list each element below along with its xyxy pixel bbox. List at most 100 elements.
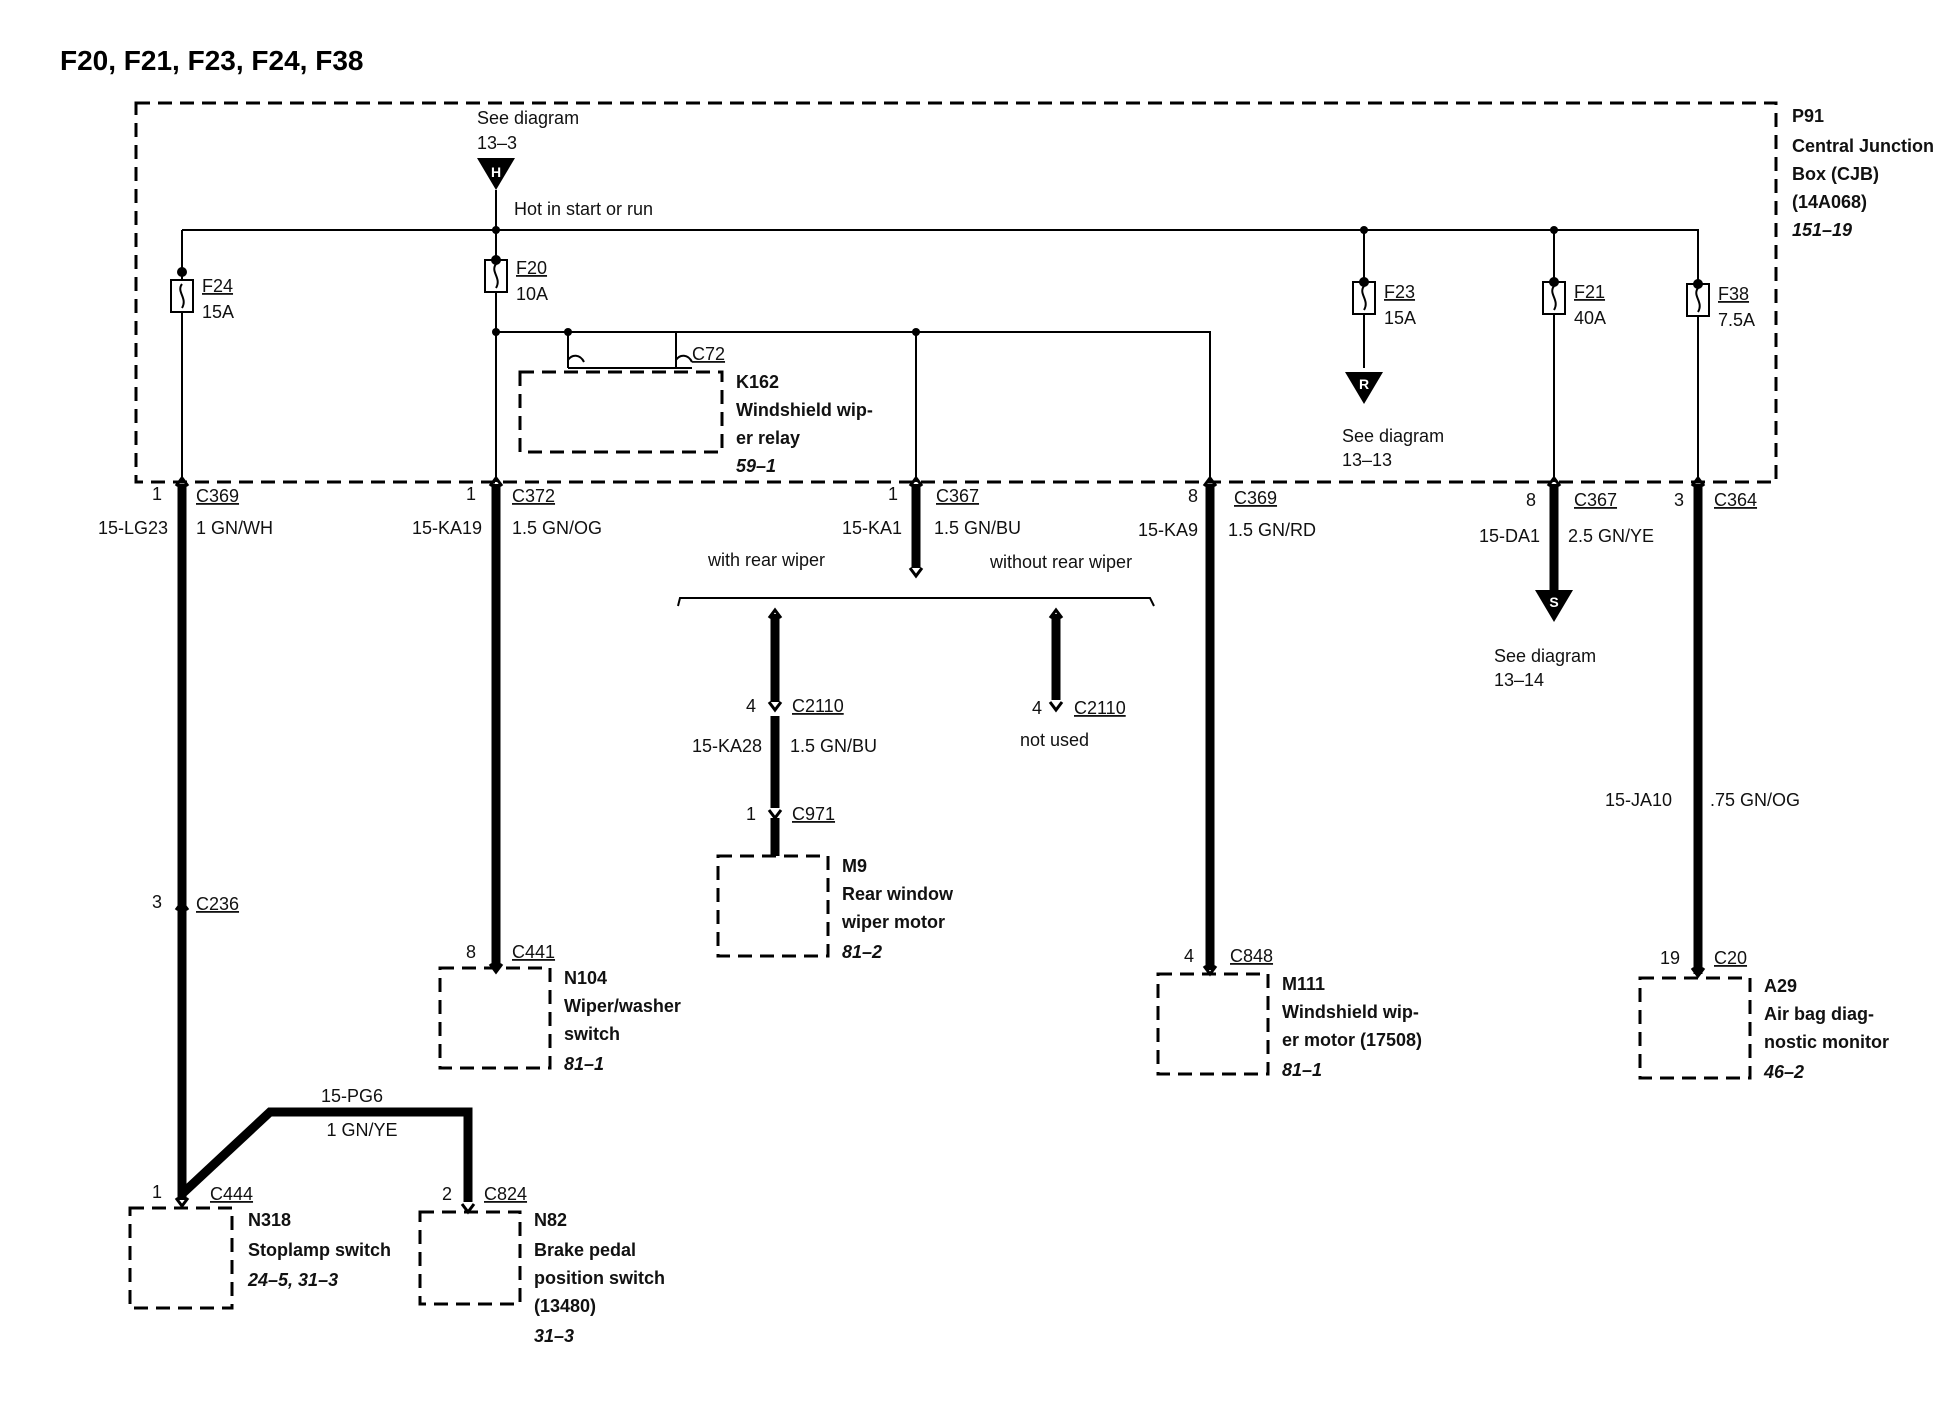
hot-feed-ref: 13–3 [477,133,517,153]
circuit-ka19: 1 C372 15-KA19 1.5 GN/OG [412,475,602,968]
m111-connector: C848 [1230,946,1273,966]
branch-left-pin2: 1 [746,804,756,824]
circuit-ja10-id: 15-JA10 [1605,790,1672,810]
n82-pin: 2 [442,1184,452,1204]
relay-ref: 59–1 [736,456,776,476]
fuse-f20-name: F20 [516,258,547,278]
n82-id: N82 [534,1210,567,1230]
circuit-ka1-wire: 1.5 GN/BU [934,518,1021,538]
n104-line1: Wiper/washer [564,996,681,1016]
relay-line2: er relay [736,428,800,448]
circuit-ka9-connector: C369 [1234,488,1277,508]
m9-line1: Rear window [842,884,954,904]
junction-box-part: (14A068) [1792,192,1867,212]
circuit-ka19-connector: C372 [512,486,555,506]
branch-right-connector: C2110 [1074,698,1126,718]
jumper-circuit: 15-PG6 [321,1086,383,1106]
inline-pin: 3 [152,892,162,912]
branch-without: without rear wiper [989,552,1132,572]
junction-box-ref: 151–19 [1792,220,1852,240]
circuit-da1: 8 C367 15-DA1 2.5 GN/YE S See diagram 13… [1479,475,1654,690]
circuit-lg23-wire: 1 GN/WH [196,518,273,538]
m9-ref: 81–2 [842,942,882,962]
component-m111: 4 C848 M111 Windshield wip- er motor (17… [1156,946,1422,1080]
n104-ref: 81–1 [564,1054,604,1074]
a29-line1: Air bag diag- [1764,1004,1874,1024]
m9-id: M9 [842,856,867,876]
hot-feed-label: Hot in start or run [514,199,653,219]
circuit-ka19-wire: 1.5 GN/OG [512,518,602,538]
branch-left-circuit: 15-KA28 [692,736,762,756]
n82-line2: position switch [534,1268,665,1288]
jumper-wire: 1 GN/YE [326,1120,397,1140]
junction-box-id: P91 [1792,106,1824,126]
circuit-pg6: 15-PG6 1 GN/YE [178,1086,473,1202]
component-n318: 1 C444 N318 Stoplamp switch 24–5, 31–3 [128,1182,391,1310]
a29-connector: C20 [1714,948,1747,968]
fuse-f24: F24 15A [170,267,234,482]
fuse-f24-rating: 15A [202,302,234,322]
diagram-title: F20, F21, F23, F24, F38 [60,45,363,76]
circuit-ja10-connector: C364 [1714,490,1757,510]
inline-connector: C236 [196,894,239,914]
fuse-f38: F38 7.5A [1686,272,1755,482]
a29-id: A29 [1764,976,1797,996]
circuit-ka9-wire: 1.5 GN/RD [1228,520,1316,540]
relay-id: K162 [736,372,779,392]
m111-line1: Windshield wip- [1282,1002,1419,1022]
offpage-r-arrow-icon [1345,372,1383,404]
n82-line3: (13480) [534,1296,596,1316]
branch-left-wire: 1.5 GN/BU [790,736,877,756]
n318-connector: C444 [210,1184,253,1204]
f20-output-bus [496,331,1211,482]
fuse-f20-rating: 10A [516,284,548,304]
n104-connector: C441 [512,942,555,962]
offpage-r-ref: 13–13 [1342,450,1392,470]
component-n104: 8 C441 N104 Wiper/washer switch 81–1 [438,942,681,1074]
fuse-f21: F21 40A [1542,226,1606,482]
relay-k162: C72 K162 Windshield wip- er relay 59–1 [518,344,873,476]
a29-line2: nostic monitor [1764,1032,1889,1052]
circuit-lg23-pin: 1 [152,484,162,504]
component-n82: 2 C824 N82 Brake pedal position switch (… [418,1184,665,1346]
fuse-f38-rating: 7.5A [1718,310,1755,330]
fuse-f21-name: F21 [1574,282,1605,302]
circuit-ka19-id: 15-KA19 [412,518,482,538]
fuse-f23: F23 15A [1352,226,1416,368]
junction-box-outline [134,101,1778,484]
circuit-ka1: 1 C367 15-KA1 1.5 GN/BU [842,475,1021,579]
f20-bus-junction [492,328,500,336]
relay-line1: Windshield wip- [736,400,873,420]
junction-box-name-2: Box (CJB) [1792,164,1879,184]
circuit-ka1-pin: 1 [888,484,898,504]
circuit-da1-id: 15-DA1 [1479,526,1540,546]
n318-line1: Stoplamp switch [248,1240,391,1260]
offpage-s-symbol: S [1549,594,1558,610]
junction-box-name-1: Central Junction [1792,136,1934,156]
branch-right: 4 C2110 not used [1020,607,1126,750]
a29-pin: 19 [1660,948,1680,968]
relay-junction-1 [564,328,572,336]
circuit-lg23: 1 C369 15-LG23 1 GN/WH 3 C236 [98,475,273,1200]
n318-ref: 24–5, 31–3 [247,1270,338,1290]
n318-pin: 1 [152,1182,162,1202]
n104-id: N104 [564,968,607,988]
component-m9: M9 Rear window wiper motor 81–2 [716,854,954,962]
circuit-ja10-wire: .75 GN/OG [1710,790,1800,810]
n104-pin: 8 [466,942,476,962]
m111-pin: 4 [1184,946,1194,966]
circuit-lg23-connector: C369 [196,486,239,506]
n82-connector: C824 [484,1184,527,1204]
circuit-ka28: 4 C2110 15-KA28 1.5 GN/BU 1 C971 [692,607,877,856]
circuit-da1-connector: C367 [1574,490,1617,510]
circuit-ka1-id: 15-KA1 [842,518,902,538]
fuse-f21-rating: 40A [1574,308,1606,328]
circuit-ka1-connector: C367 [936,486,979,506]
fuse-f23-name: F23 [1384,282,1415,302]
branch-right-note: not used [1020,730,1089,750]
circuit-ka9: 8 C369 15-KA9 1.5 GN/RD [1138,475,1316,970]
branch-right-pin: 4 [1032,698,1042,718]
fuse-f23-rating: 15A [1384,308,1416,328]
m111-ref: 81–1 [1282,1060,1322,1080]
branch-options: with rear wiper without rear wiper [677,550,1155,607]
